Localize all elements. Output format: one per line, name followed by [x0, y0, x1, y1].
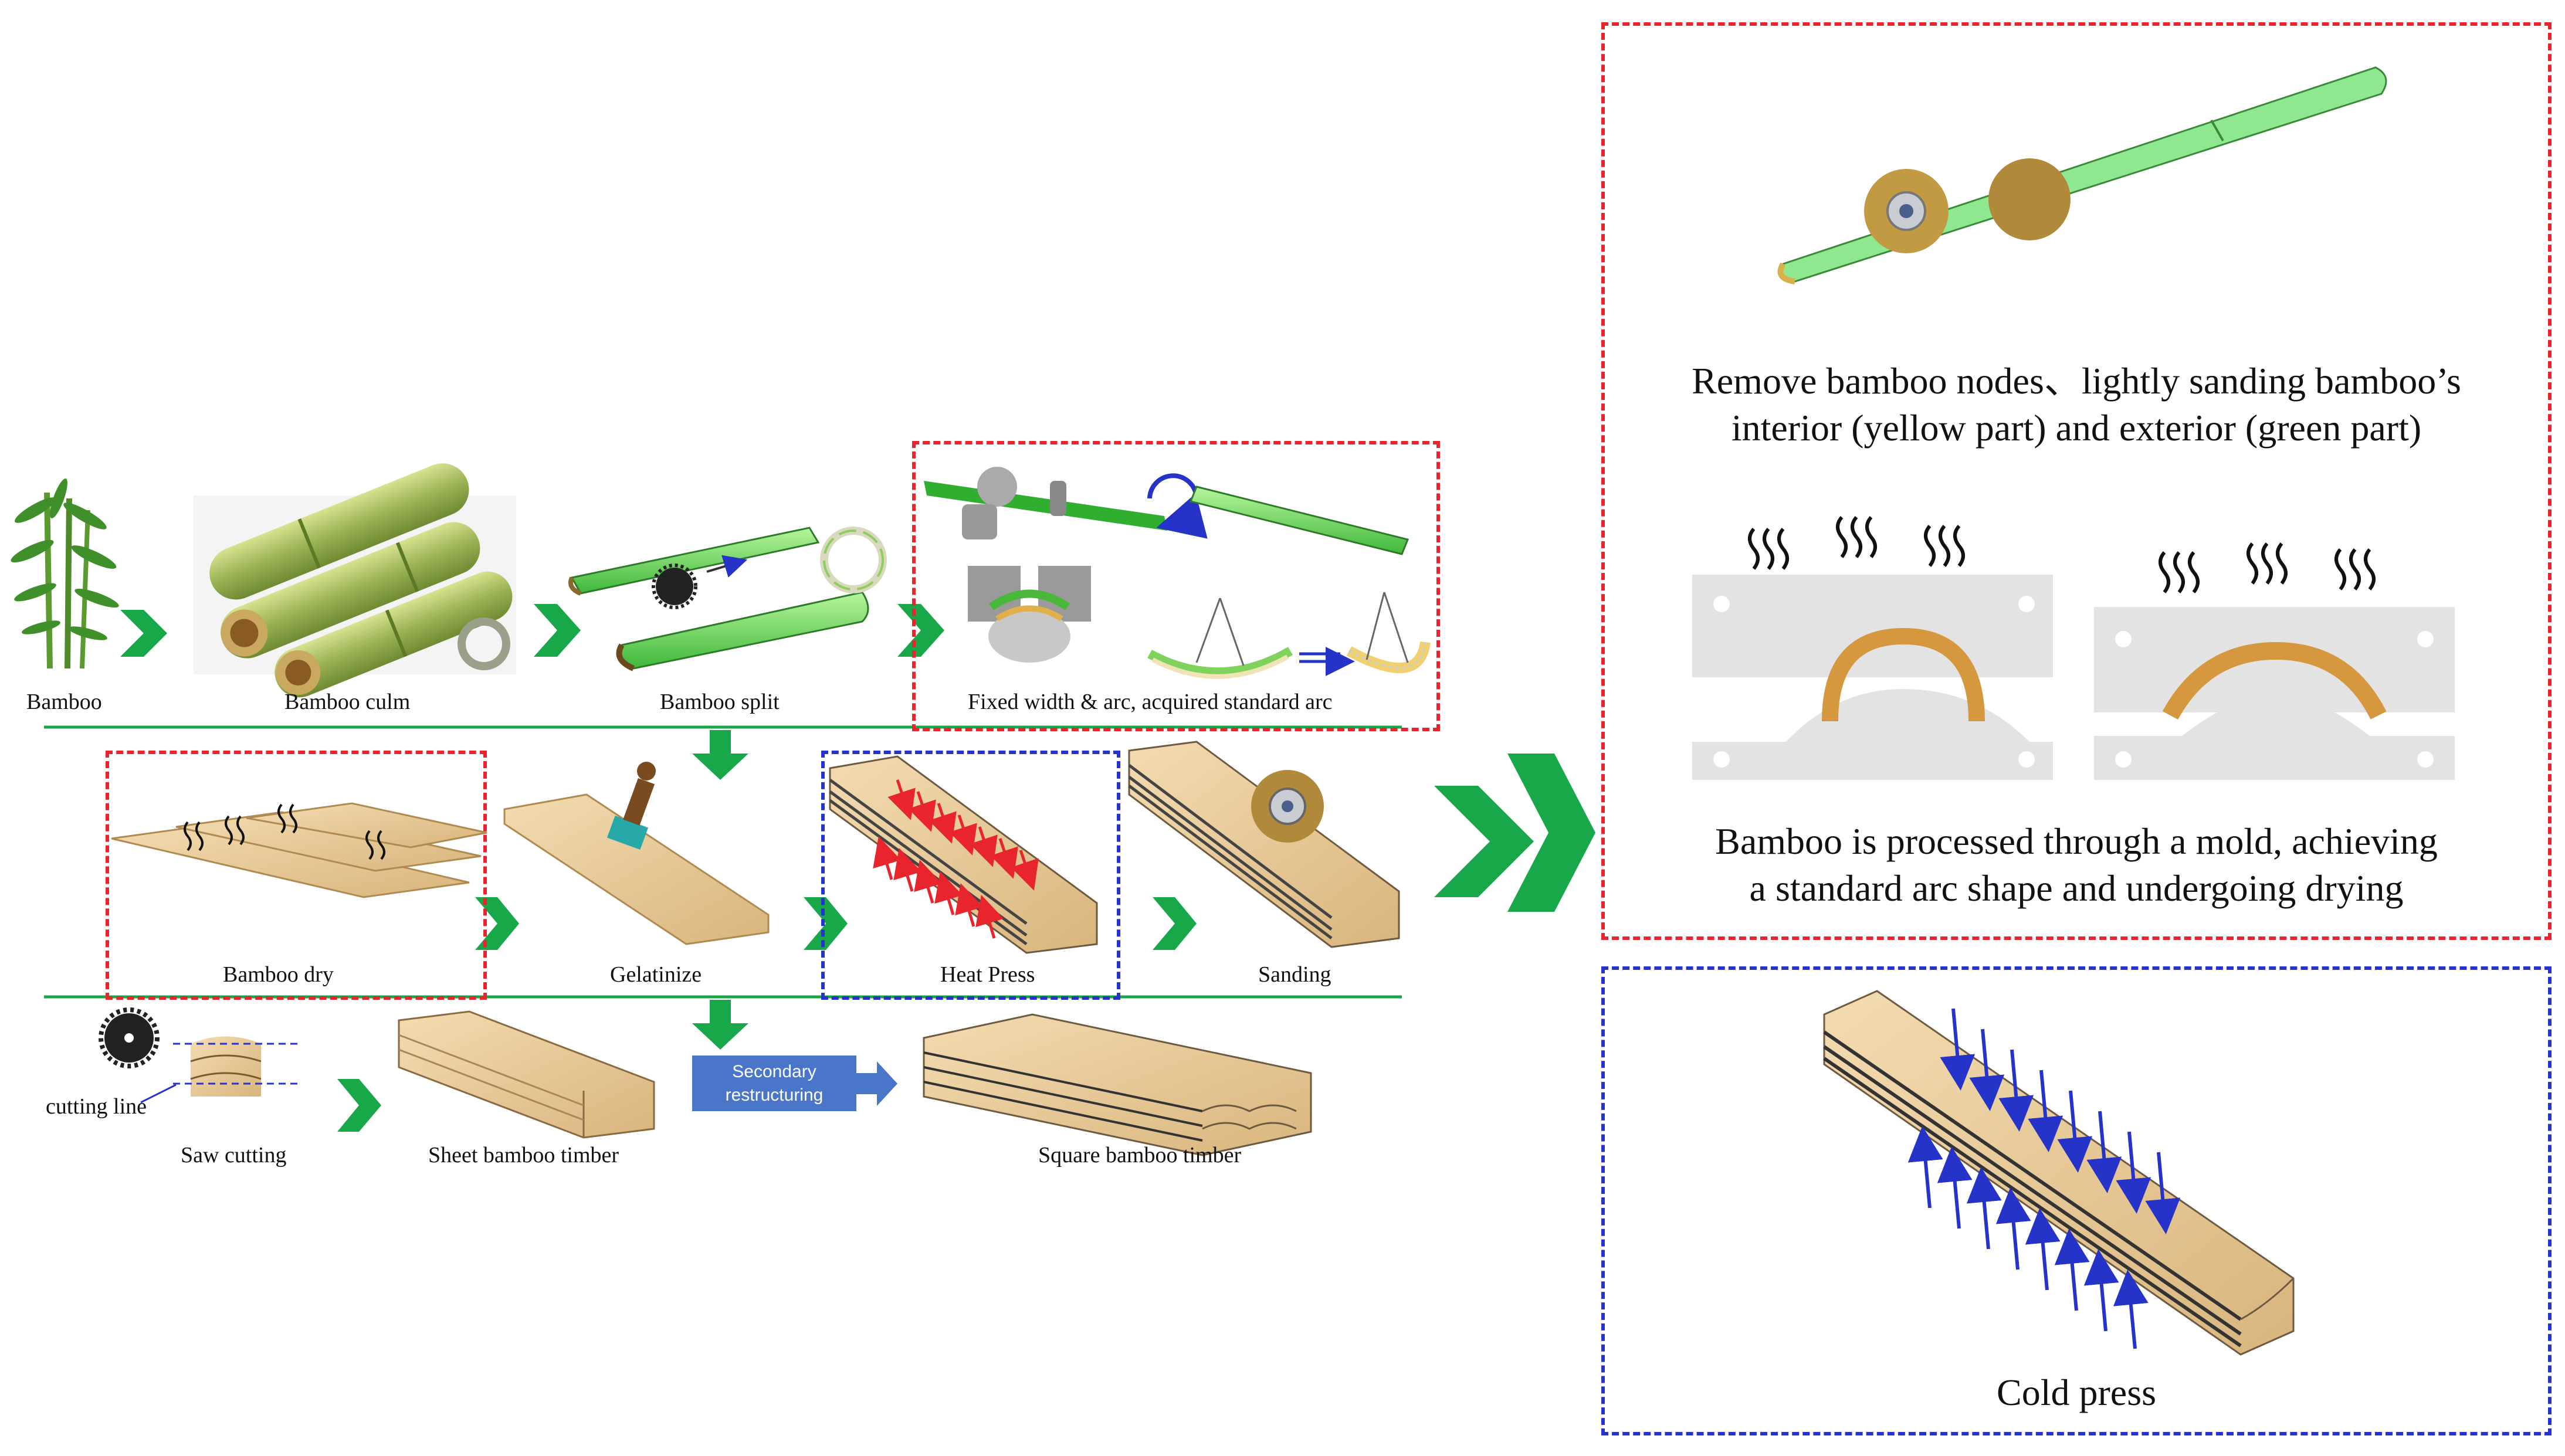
label-bamboo-dry: Bamboo dry [223, 962, 334, 987]
bamboo-plant-icon [11, 478, 119, 669]
gelatinize-icon [503, 762, 770, 945]
bamboo-culm-icon [194, 463, 516, 698]
mold-caption: Bamboo is processed through a mold, achi… [1619, 818, 2534, 912]
saw-cutting-icon [99, 1007, 299, 1104]
node-removal-line1: Remove bamboo nodes、lightly sanding bamb… [1692, 360, 2461, 402]
bamboo-split-icon [568, 527, 887, 671]
node-removal-caption: Remove bamboo nodes、lightly sanding bamb… [1619, 358, 2534, 452]
label-bamboo: Bamboo [26, 690, 102, 714]
cold-press-caption: Cold press [1997, 1372, 2156, 1413]
label-cutting-line: cutting line [46, 1094, 147, 1119]
label-square-timber: Square bamboo timber [1038, 1143, 1242, 1167]
cold-press-frame [1601, 966, 2552, 1435]
mold-right-icon [2094, 542, 2455, 780]
label-gelatinize: Gelatinize [610, 962, 702, 987]
label-sanding: Sanding [1258, 962, 1331, 987]
bamboo-dry-frame [106, 751, 487, 1000]
square-timber-icon [923, 1013, 1312, 1156]
heat-press-icon [829, 755, 1098, 954]
flow-chevrons-row1 [120, 604, 944, 657]
bamboo-dry-icon [111, 802, 487, 898]
flow-chevrons-row3 [337, 1079, 381, 1132]
secondary-line1: Secondary [732, 1062, 816, 1081]
cold-press-icon [1823, 990, 2295, 1356]
secondary-arrow-icon [856, 1061, 897, 1106]
label-sheet-timber: Sheet bamboo timber [428, 1143, 619, 1167]
mold-line2: a standard arc shape and undergoing dryi… [1749, 867, 2404, 909]
fixed-arc-frame [912, 441, 1440, 731]
big-double-chevron-icon [1434, 754, 1595, 912]
sheet-timber-icon [398, 1010, 655, 1139]
label-heat-press: Heat Press [940, 962, 1035, 987]
down-arrows [692, 730, 748, 1050]
node-removal-line2: interior (yellow part) and exterior (gre… [1731, 407, 2422, 449]
label-saw-cutting: Saw cutting [181, 1143, 287, 1167]
flow-chevrons-row2 [475, 897, 1197, 950]
secondary-restructuring-box: Secondary restructuring [692, 1055, 856, 1111]
label-bamboo-culm: Bamboo culm [284, 690, 411, 714]
node-removal-icon [1777, 66, 2387, 284]
heat-press-frame [821, 751, 1120, 1000]
sanding-icon [1128, 741, 1400, 948]
mold-left-icon [1692, 516, 2053, 780]
secondary-line2: restructuring [725, 1085, 824, 1105]
label-bamboo-split: Bamboo split [660, 690, 780, 714]
label-fixed-width-arc: Fixed width & arc, acquired standard arc [968, 690, 1333, 714]
mold-detail-frame [1601, 22, 2552, 940]
fixed-width-arc-icon [924, 467, 1431, 679]
mold-line1: Bamboo is processed through a mold, achi… [1715, 820, 2438, 862]
